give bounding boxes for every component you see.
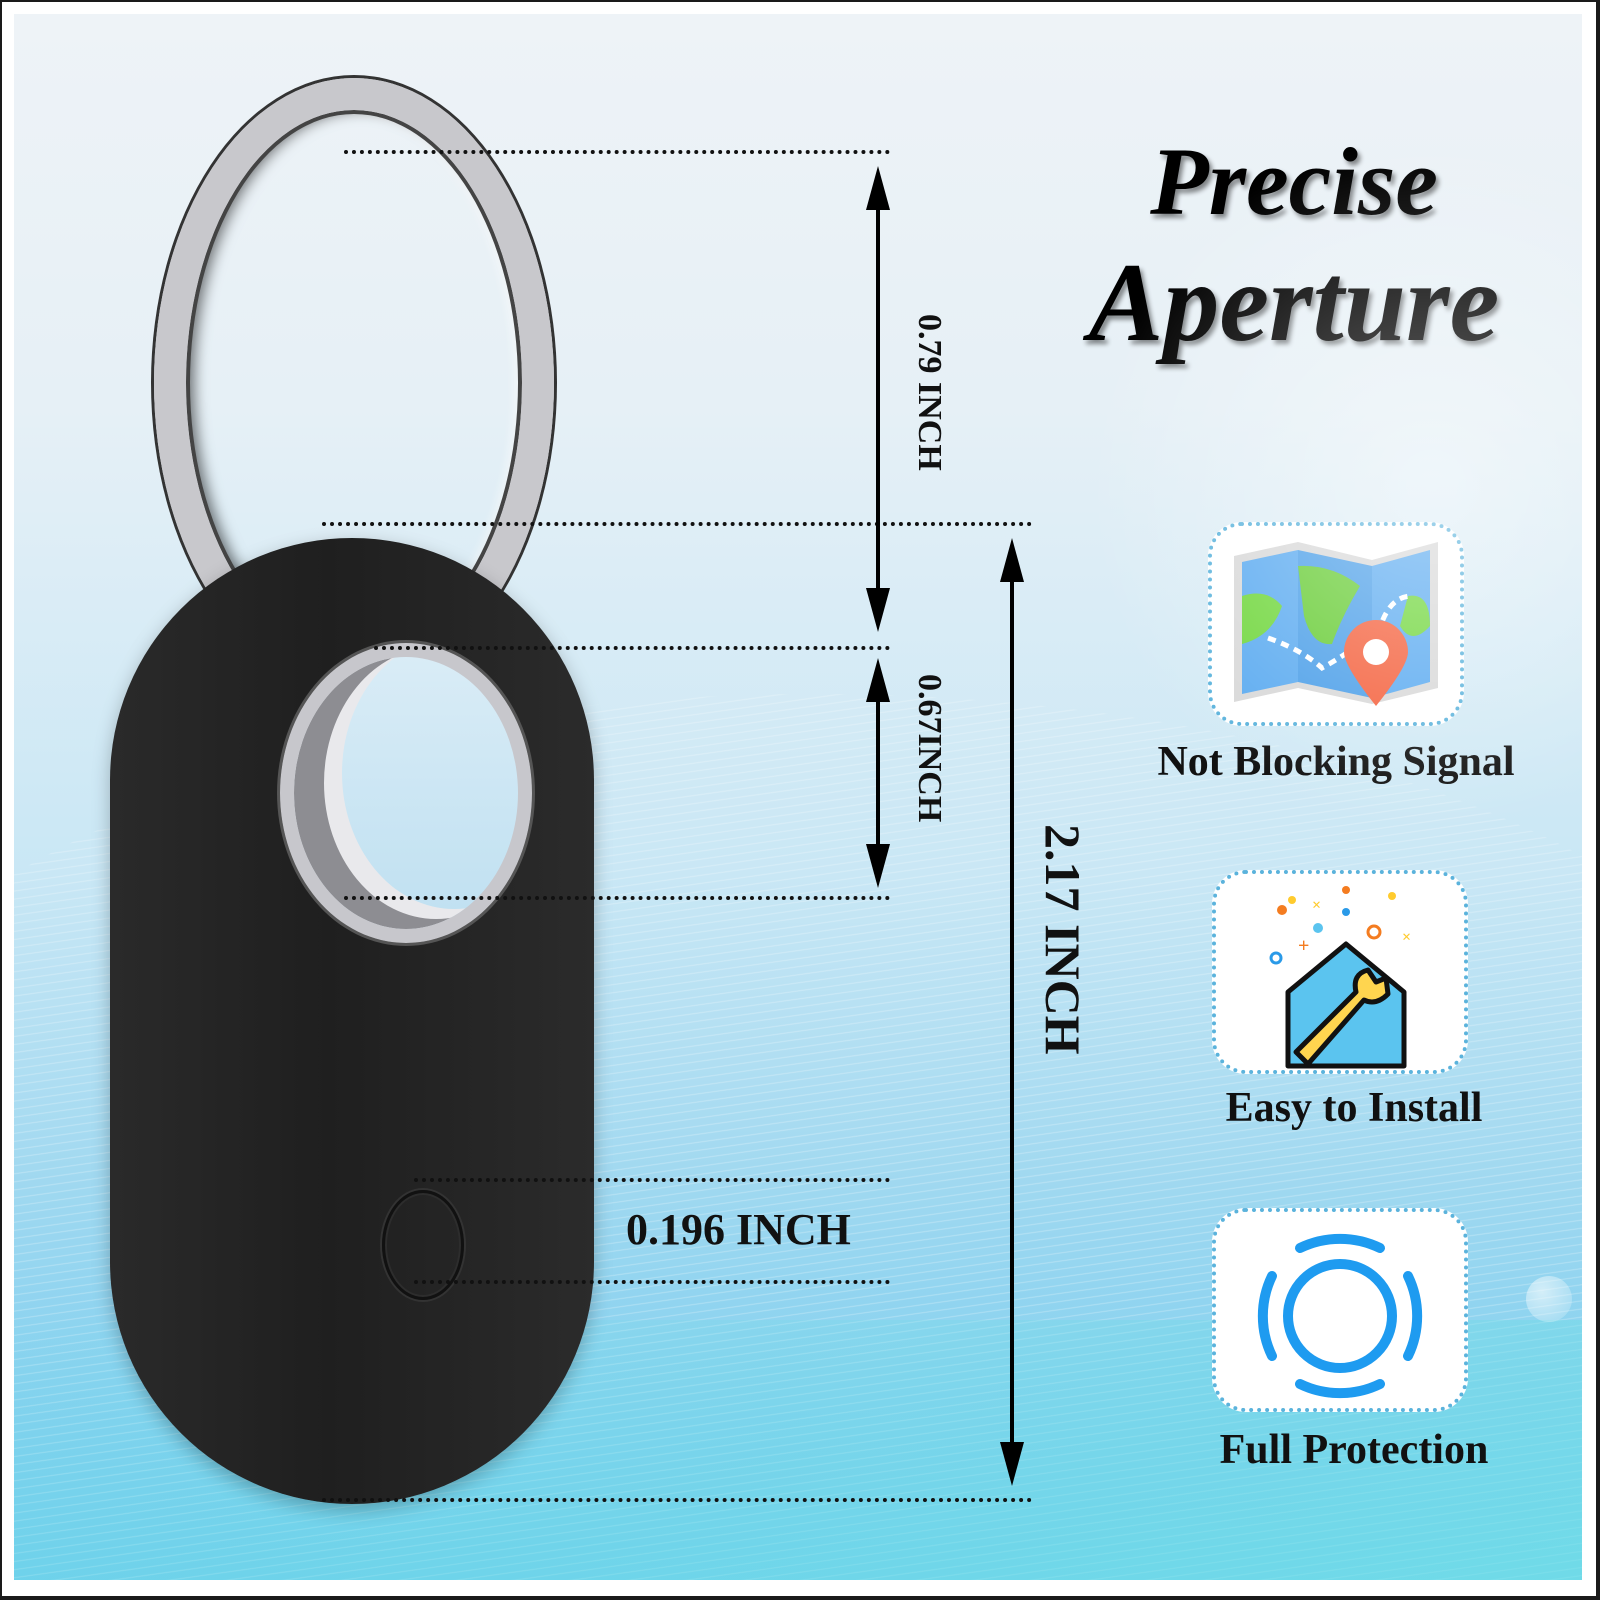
guide-line-hole-bottom [344,896,890,900]
guide-line-case-top [322,522,1032,526]
house-wrench-icon: × + × [1269,886,1411,1069]
map-location-icon [1234,542,1438,706]
feature-label-install: Easy to Install [1225,1085,1483,1131]
decorative-bubble [1526,1276,1572,1322]
hole-diameter-label: 0.67INCH [911,674,948,823]
feature-card-signal [1208,522,1464,726]
arrow-up-icon [866,166,890,210]
guide-line-button-bottom [414,1280,890,1284]
button-size-label: 0.196 INCH [626,1205,851,1254]
arrow-down-icon [1000,1442,1024,1486]
guide-line-hole-top [374,646,890,650]
headline: Precise Aperture [1014,128,1574,365]
headline-line-1: Precise [1150,128,1438,235]
arrow-down-icon [866,844,890,888]
feature-card-protection [1212,1208,1468,1412]
guide-line-button-top [414,1178,890,1182]
product-canvas: 0.79 INCH 0.67INCH 2.17 INCH 0.196 INCH … [14,14,1582,1580]
total-height-label: 2.17 INCH [1035,824,1091,1055]
button-cutout [382,1190,464,1300]
guide-line-case-bottom [322,1498,1032,1502]
feature-label-protection: Full Protection [1219,1427,1489,1473]
svg-text:×: × [1312,897,1321,914]
silicone-tracker-case [110,538,594,1504]
feature-card-install: × + × [1212,870,1468,1074]
guide-line-ring-top [344,150,890,154]
dimension-line-hole [876,694,880,874]
dimension-line-ring [876,204,880,604]
protection-rings-icon [1257,1233,1423,1399]
feature-label-signal: Not Blocking Signal [1157,739,1515,785]
dimension-line-total [1010,574,1014,1454]
svg-text:×: × [1402,929,1411,946]
ring-opening-label: 0.79 INCH [911,314,948,471]
svg-text:+: + [1298,935,1309,957]
arrow-down-icon [866,588,890,632]
headline-line-2: Aperture [1088,240,1500,365]
